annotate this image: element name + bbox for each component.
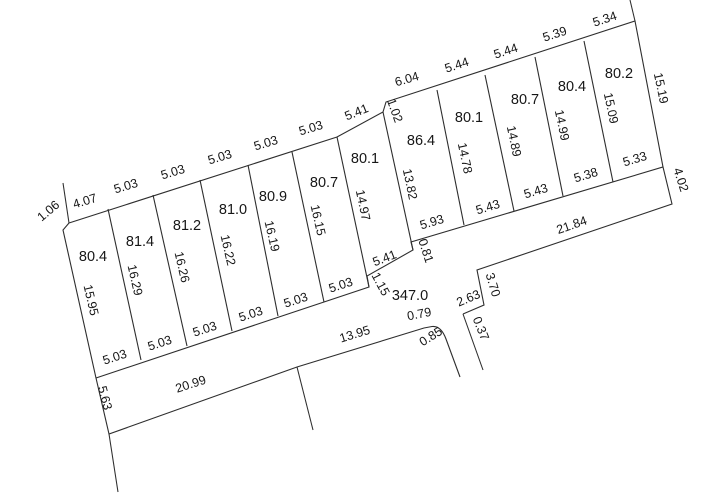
lot-area-label: 80.7 [310, 175, 338, 191]
extension-lines [62, 0, 636, 493]
lot-area-label: 81.4 [126, 234, 154, 250]
extension-line-bottom-middle [296, 366, 314, 431]
dimension-label: 0.79 [406, 305, 433, 323]
dimension-label: 14.99 [552, 108, 572, 142]
lot-division-line [107, 208, 142, 361]
dimension-label: 16.15 [308, 203, 329, 237]
dimension-label: 5.43 [474, 197, 501, 218]
dimension-label: 1.02 [384, 97, 405, 125]
dimension-label: 4.07 [71, 191, 98, 212]
lot-division-line [336, 136, 370, 288]
dimension-label: 16.19 [262, 219, 283, 253]
dimension-label: 1.15 [369, 270, 393, 298]
dimension-label: 5.03 [159, 162, 186, 183]
dimension-label: 0.85 [417, 324, 445, 349]
lot-division-line [484, 74, 515, 212]
lot-area-label: 80.1 [351, 151, 379, 167]
lot-area-label: 80.7 [511, 92, 539, 108]
dimension-label: 5.03 [146, 333, 174, 354]
dimension-label: 5.03 [297, 118, 324, 139]
dimension-label: 14.89 [504, 124, 524, 158]
dimension-label: 0.81 [415, 237, 436, 265]
lot-area-label: 347.0 [392, 288, 428, 304]
dimension-label: 5.03 [237, 304, 265, 325]
lot-division-line [583, 40, 614, 183]
dimension-label: 5.39 [541, 24, 569, 45]
entrance-right-flare-line [462, 313, 484, 371]
dimension-label: 14.97 [353, 188, 373, 222]
dimension-label: 5.03 [191, 319, 219, 340]
dimension-label: 5.03 [327, 275, 355, 296]
lot-area-label: 81.2 [173, 218, 201, 234]
dimension-label: 5.03 [206, 147, 233, 168]
dimension-label: 5.93 [418, 212, 445, 233]
dimension-label: 5.44 [492, 41, 520, 62]
extension-line-bottom-left [108, 433, 119, 493]
dimension-label: 5.03 [282, 290, 310, 311]
dimension-label: 20.99 [174, 373, 208, 396]
boundary-top-frontage [68, 20, 664, 224]
lot-division-lines [107, 40, 614, 361]
dimension-label: 6.04 [393, 69, 420, 89]
dimension-label: 5.44 [443, 55, 471, 76]
lot-area-label: 80.4 [558, 79, 586, 95]
lot-division-line [199, 179, 233, 332]
dimension-label: 5.63 [95, 384, 115, 411]
dimension-label: 5.43 [522, 181, 549, 202]
dimension-label: 5.38 [572, 165, 599, 186]
dimension-label: 3.70 [483, 271, 504, 298]
boundary-left-and-bottom [62, 222, 461, 435]
dimension-label: 5.03 [112, 176, 139, 197]
dimension-label: 5.33 [621, 149, 648, 170]
extension-line-top-right [629, 0, 636, 22]
dimension-label: 16.22 [218, 233, 239, 267]
lot-division-line [247, 164, 279, 317]
lot-area-label: 86.4 [407, 133, 435, 149]
dimension-label: 5.03 [252, 133, 279, 154]
dimension-label: 16.29 [125, 263, 146, 297]
dimension-label: 2.63 [454, 287, 482, 309]
dimension-label: 4.02 [670, 166, 691, 194]
dimension-labels-layer: 1.06 4.07 5.03 5.03 5.03 5.03 5.03 5.41 1.02 6.04… [35, 9, 692, 412]
lot-division-line [152, 194, 188, 347]
dimension-label: 14.78 [455, 141, 475, 175]
lot-area-label: 80.1 [455, 110, 483, 126]
dimension-label: 13.82 [400, 167, 420, 201]
dimension-label: 15.19 [651, 71, 671, 105]
dimension-label: 16.26 [172, 250, 193, 284]
dimension-label: 15.95 [81, 283, 102, 317]
dimension-label: 15.09 [601, 91, 621, 125]
dimension-label: 1.06 [35, 198, 63, 224]
lot-area-label: 80.4 [79, 249, 107, 265]
dimension-label: 5.34 [591, 9, 619, 30]
lot-area-label: 80.9 [259, 189, 287, 205]
extension-line-top-left [62, 182, 70, 224]
dimension-label: 13.95 [338, 323, 372, 346]
dimension-label: 5.03 [101, 347, 129, 368]
dimension-label: 5.41 [343, 101, 371, 123]
lot-division-line [382, 111, 414, 251]
lot-division-line [534, 56, 564, 197]
lot-division-line [436, 89, 465, 226]
lot-division-line [291, 151, 325, 303]
lot-area-label: 80.2 [605, 66, 633, 82]
dimension-label: 0.37 [470, 315, 492, 343]
lot-area-label: 81.0 [219, 202, 247, 218]
